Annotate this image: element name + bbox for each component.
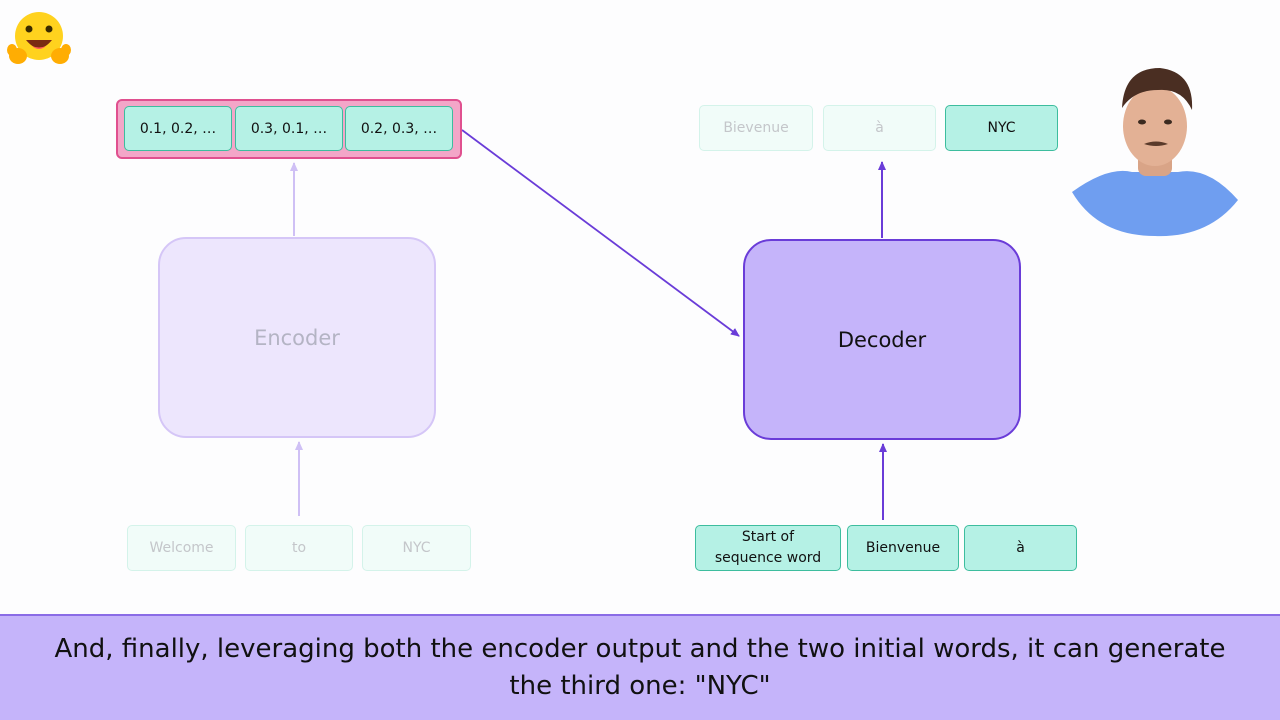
vector-cell: 0.1, 0.2, …: [124, 106, 232, 151]
decoder-input-token: Bienvenue: [847, 525, 959, 571]
arrow-vectors-to-decoder: [461, 129, 740, 337]
vector-cell: 0.2, 0.3, …: [345, 106, 453, 151]
encoder-input-token: Welcome: [127, 525, 236, 571]
encoder-input-token: to: [245, 525, 353, 571]
hugging-face-logo-icon: [7, 12, 71, 64]
decoder-input-token: à: [964, 525, 1077, 571]
decoder-output-token: à: [823, 105, 936, 151]
decoder-label: Decoder: [837, 327, 927, 352]
decoder-output-token: Bievenue: [699, 105, 813, 151]
vector-cell: 0.3, 0.1, …: [235, 106, 343, 151]
decoder-block: Decoder: [743, 239, 1021, 440]
encoder-block: Encoder: [158, 237, 436, 438]
encoder-label: Encoder: [254, 325, 340, 350]
decoder-output-token-current: NYC: [945, 105, 1058, 151]
decoder-input-token: Start of sequence word: [695, 525, 841, 571]
subtitle-caption-bar: And, finally, leveraging both the encode…: [0, 614, 1280, 720]
encoder-input-token: NYC: [362, 525, 471, 571]
speaker-video: [1072, 68, 1238, 237]
subtitle-text: And, finally, leveraging both the encode…: [54, 634, 1226, 701]
